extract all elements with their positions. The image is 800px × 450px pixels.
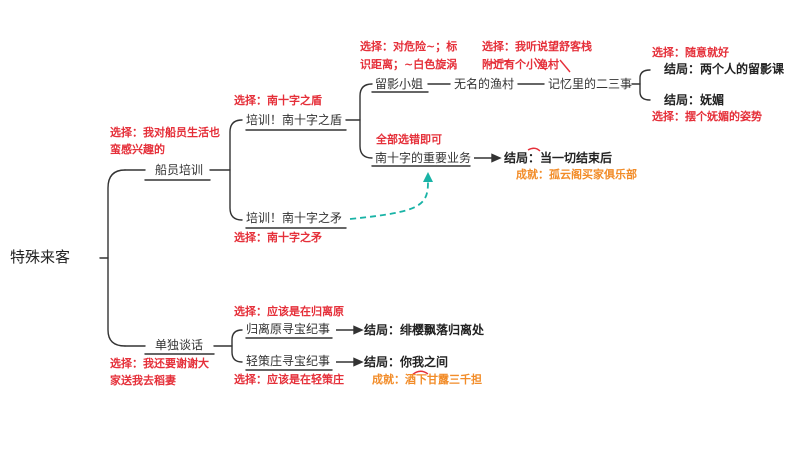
hand-marks bbox=[411, 57, 571, 376]
dashed-arrow bbox=[349, 181, 429, 220]
choice-qingce: 选择：应该是在轻策庄 bbox=[234, 373, 344, 386]
choice-crew-line1: 选择：我对船员生活也 bbox=[110, 126, 220, 139]
achievement-guyun: 成就：孤云阁买家俱乐部 bbox=[516, 168, 637, 181]
choice-guili: 选择：应该是在归离原 bbox=[234, 305, 344, 318]
choice-village-line2: 附近有个小渔村 bbox=[482, 58, 559, 71]
node-train-spear[interactable]: 培训！南十字之矛 bbox=[246, 211, 343, 225]
dashed-arrow-head bbox=[423, 172, 433, 182]
ending-two-photo[interactable]: 结局：两个人的留影课 bbox=[664, 62, 785, 76]
choice-solo-line1: 选择：我还要谢谢大 bbox=[110, 357, 209, 370]
node-qingce-treasure[interactable]: 轻策庄寻宝纪事 bbox=[246, 354, 331, 368]
branch-solo-talk[interactable]: 单独谈话 bbox=[155, 338, 204, 352]
node-train-shield[interactable]: 培训！南十字之盾 bbox=[246, 113, 343, 127]
choice-danger-line2: 识距离；~白色旋涡 bbox=[360, 58, 458, 71]
choice-charm-pose: 选择：摆个妩媚的姿势 bbox=[652, 110, 762, 123]
node-miss-photo[interactable]: 留影小姐 bbox=[375, 77, 424, 91]
root-bracket bbox=[107, 169, 126, 347]
shield-bracket bbox=[359, 83, 373, 159]
choice-shield: 选择：南十字之盾 bbox=[234, 94, 322, 107]
branch-crew-training[interactable]: 船员培训 bbox=[155, 163, 204, 177]
choice-danger-line1: 选择：对危险~；标 bbox=[360, 40, 458, 53]
node-memories[interactable]: 记忆里的二三事 bbox=[548, 77, 633, 91]
node-nameless-village[interactable]: 无名的渔村 bbox=[454, 77, 515, 91]
ending-sakura[interactable]: 结局：绯樱飘落归离处 bbox=[364, 323, 485, 337]
choice-crew-line2: 蛮感兴趣的 bbox=[110, 143, 165, 156]
ending-charm[interactable]: 结局：妩媚 bbox=[664, 93, 725, 107]
crew-bracket bbox=[229, 119, 243, 221]
choice-solo-line2: 家送我去稻妻 bbox=[110, 374, 176, 387]
solo-bracket bbox=[231, 329, 243, 363]
choice-casual: 选择：随意就好 bbox=[652, 46, 729, 59]
ending-all-over[interactable]: 结局：当一切结束后 bbox=[504, 151, 613, 165]
memories-bracket bbox=[639, 69, 651, 101]
arrows bbox=[336, 153, 502, 367]
root-node[interactable]: 特殊来客 bbox=[10, 248, 71, 266]
achievement-wine: 成就：酒下甘露三千担 bbox=[372, 373, 482, 386]
node-southern-cross-business[interactable]: 南十字的重要业务 bbox=[375, 151, 472, 165]
choice-all-wrong: 全部选错即可 bbox=[376, 133, 442, 146]
choice-spear: 选择：南十字之矛 bbox=[234, 231, 322, 244]
choice-village-line1: 选择：我听说望舒客栈 bbox=[482, 40, 592, 53]
node-guili-treasure[interactable]: 归离原寻宝纪事 bbox=[246, 322, 331, 336]
ending-between-us[interactable]: 结局：你我之间 bbox=[364, 355, 449, 369]
